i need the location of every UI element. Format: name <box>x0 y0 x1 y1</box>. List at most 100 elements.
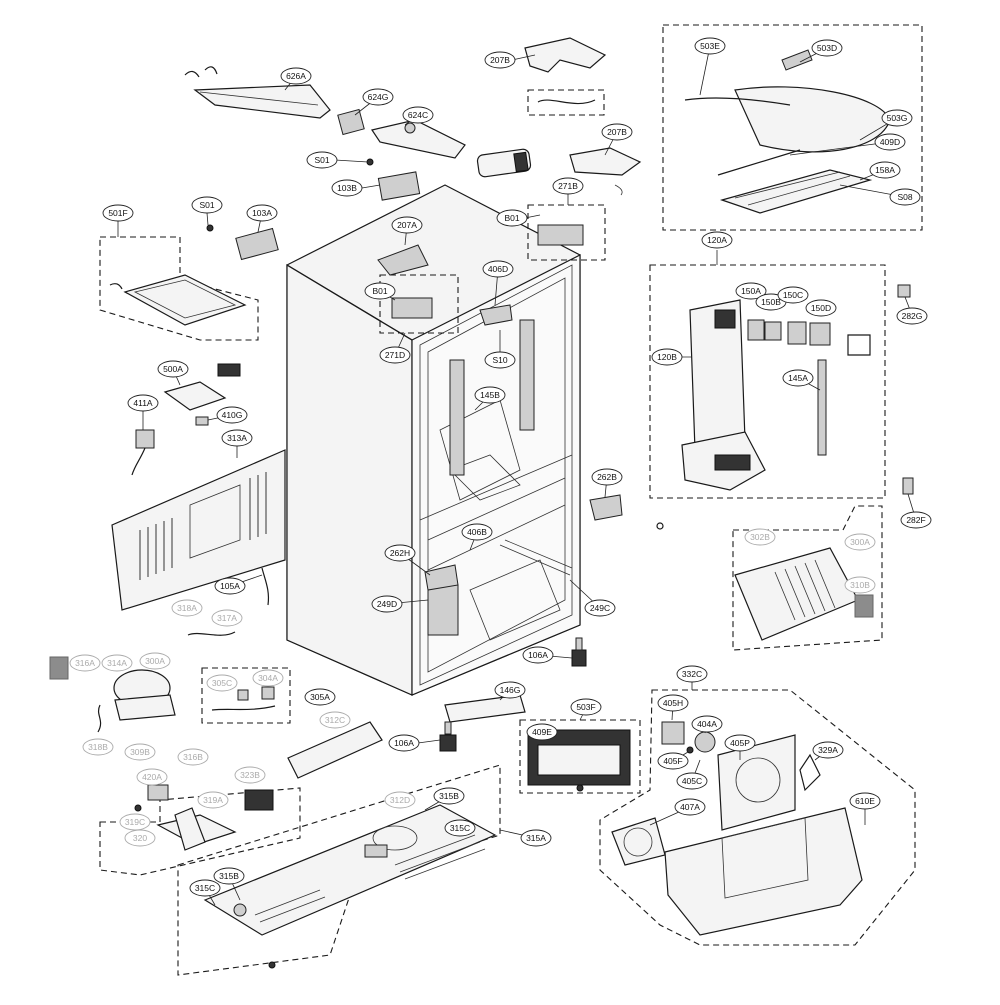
callout-label: 318B <box>88 742 108 752</box>
part-262b <box>589 494 664 530</box>
part-410g <box>195 416 209 426</box>
motor-cylinder <box>476 148 532 178</box>
callout-label: 406B <box>467 527 487 537</box>
part-262h <box>424 564 459 591</box>
callout-bubble <box>127 394 159 412</box>
base-plate-315a <box>177 764 501 976</box>
callout-bubble <box>474 386 506 404</box>
callout-bubble <box>216 406 248 424</box>
callout-bubble <box>657 752 689 770</box>
lower-left-group <box>99 784 301 876</box>
callout-label: 105A <box>220 581 240 591</box>
callout-label: 305C <box>212 678 232 688</box>
callout-610e: 610E <box>849 792 881 810</box>
callout-label: 624G <box>368 92 389 102</box>
callout-label: 103A <box>252 208 272 218</box>
callout-310b: 310B <box>844 576 876 594</box>
part-282g <box>897 284 911 298</box>
callout-bubble <box>484 351 516 369</box>
callout-315c-a: 315C <box>444 819 476 837</box>
callout-label: 319C <box>125 817 145 827</box>
callout-label: 120B <box>657 352 677 362</box>
callout-label: 407A <box>680 802 700 812</box>
callout-405c: 405C <box>676 772 708 790</box>
callout-bubble <box>444 819 476 837</box>
wire-harness-top <box>527 89 605 116</box>
callout-bubble <box>782 369 814 387</box>
callout-label: 300A <box>145 656 165 666</box>
callout-315b-a: 315B <box>433 787 465 805</box>
callout-bubble <box>869 161 901 179</box>
callout-409e: 409E <box>526 723 558 741</box>
callout-bubble <box>701 231 733 249</box>
callout-label: 319A <box>203 795 223 805</box>
callout-label: 150B <box>761 297 781 307</box>
callout-bubble <box>691 715 723 733</box>
callout-503g: 503G <box>881 109 913 127</box>
callout-s10: S10 <box>484 351 516 369</box>
callout-503f: 503F <box>570 698 602 716</box>
callout-label: 503F <box>576 702 595 712</box>
callout-bubble <box>805 299 837 317</box>
callout-bubble <box>896 307 928 325</box>
callout-bubble <box>221 429 253 447</box>
callout-bubble <box>494 681 526 699</box>
callout-207b-top: 207B <box>484 51 516 69</box>
callout-bubble <box>676 665 708 683</box>
callout-bubble <box>364 282 396 300</box>
part-103b <box>377 171 421 201</box>
callout-bubble <box>676 772 708 790</box>
callout-262h: 262H <box>384 544 416 562</box>
callout-label: 103B <box>337 183 357 193</box>
callout-bubble <box>591 468 623 486</box>
callout-bubble <box>874 133 906 151</box>
callout-label: B01 <box>504 213 519 223</box>
callout-bubble <box>812 741 844 759</box>
callout-label: 315C <box>195 883 215 893</box>
callout-319c: 319C <box>119 813 151 831</box>
tray-312c <box>287 721 383 779</box>
callout-305a: 305A <box>304 688 336 706</box>
callout-label: 610E <box>855 796 875 806</box>
callout-315c-b: 315C <box>189 879 221 897</box>
callout-label: S01 <box>314 155 329 165</box>
callout-label: 271D <box>385 350 405 360</box>
callout-label: 312C <box>325 715 345 725</box>
callout-bubble <box>584 599 616 617</box>
part-207b-top <box>524 37 607 73</box>
callout-bubble <box>214 577 246 595</box>
callout-label: 405H <box>663 698 683 708</box>
callout-bubble <box>306 151 338 169</box>
callout-bubble <box>384 791 416 809</box>
callout-bubble <box>651 348 683 366</box>
callout-500a: 500A <box>157 360 189 378</box>
callout-120b: 120B <box>651 348 683 366</box>
callout-bubble <box>526 723 558 741</box>
board-500a <box>163 363 241 411</box>
callout-105a: 105A <box>214 577 246 595</box>
part-624g <box>337 108 365 136</box>
compressor-group <box>49 656 176 733</box>
part-103a <box>235 227 279 261</box>
callout-503e: 503E <box>694 37 726 55</box>
foot-106a-b <box>439 721 457 752</box>
callout-406d: 406D <box>482 260 514 278</box>
callout-bubble <box>189 879 221 897</box>
callout-bubble <box>777 286 809 304</box>
callout-bubble <box>246 204 278 222</box>
callout-320: 320 <box>124 829 156 847</box>
callout-label: 145B <box>480 390 500 400</box>
callout-bubble <box>601 123 633 141</box>
callout-145a: 145A <box>782 369 814 387</box>
callout-bubble <box>384 544 416 562</box>
callout-150a: 150A <box>735 282 767 300</box>
callout-label: 271B <box>558 181 578 191</box>
callout-bubble <box>124 829 156 847</box>
callout-bubble <box>388 734 420 752</box>
callout-label: 317A <box>217 613 237 623</box>
callout-label: 409D <box>880 137 900 147</box>
callout-262b: 262B <box>591 468 623 486</box>
callout-316a: 316A <box>69 654 101 672</box>
callout-207b-mid: 207B <box>601 123 633 141</box>
